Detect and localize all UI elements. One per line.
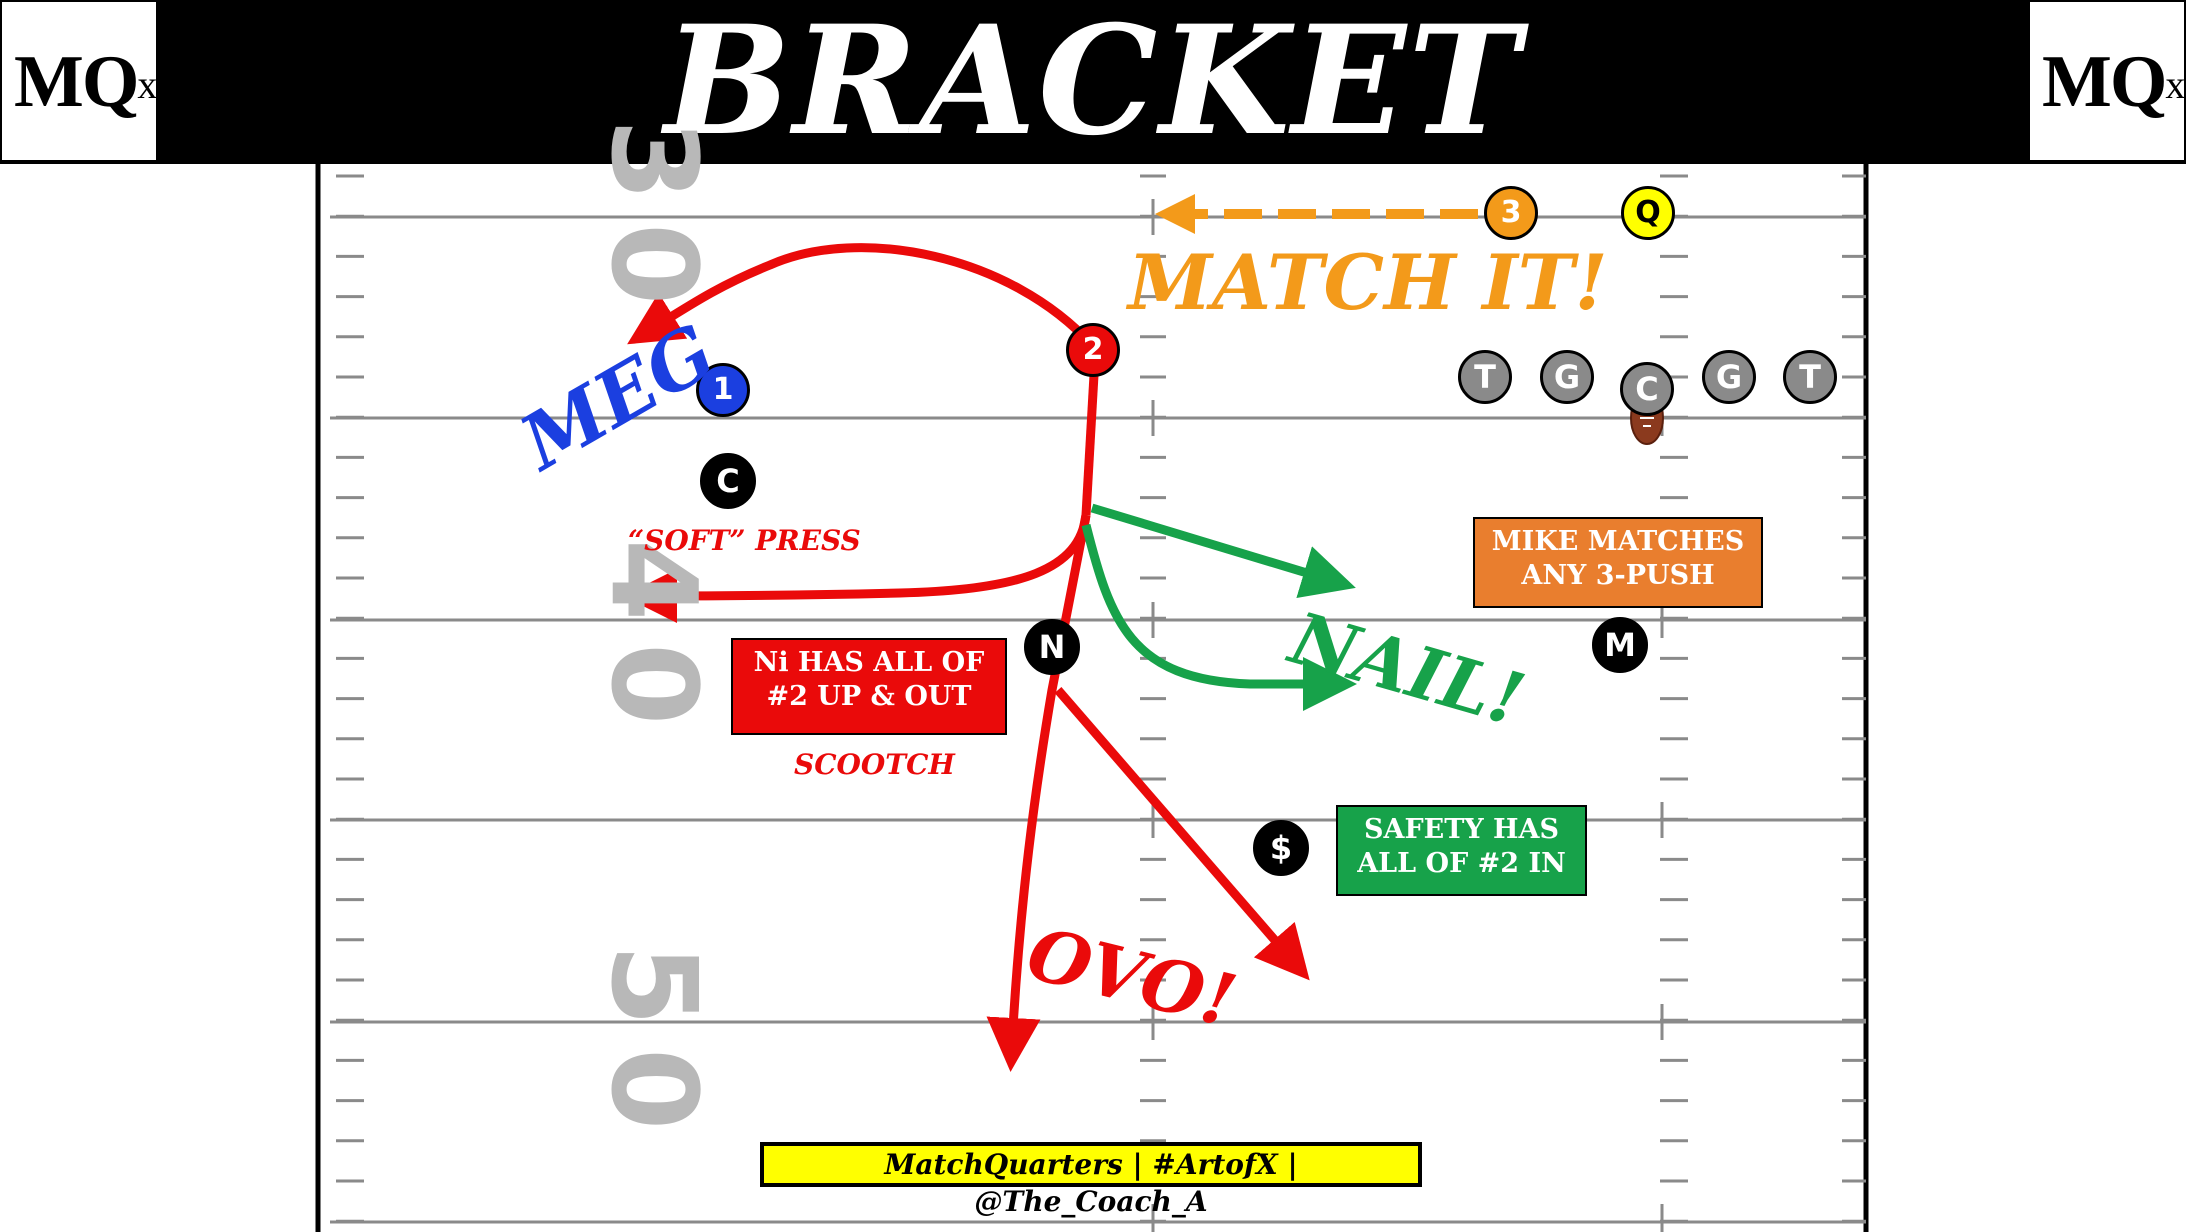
route-in-breaks [1081,503,1357,711]
route-wheel-arrow [627,243,1096,349]
page-title: BRACKET [664,0,1522,169]
receiver-1: 1 [696,363,750,417]
credit-banner: MatchQuarters | #ArtofX | @The_Coach_A [760,1142,1422,1218]
call-match-it: MATCH IT! [1128,238,1608,327]
mq-logo-right: MQx [2028,0,2186,162]
yard-number-30: 30 [585,119,723,328]
call-soft-press: “SOFT” PRESS [628,524,861,557]
receiver-2: 2 [1066,323,1120,377]
call-scootch: SCOOTCH [794,748,955,781]
right-guard: G [1702,350,1756,404]
safety-rule-box: SAFETY HAS ALL OF #2 IN [1336,805,1587,896]
mike-rule-line-2: ANY 3-PUSH [1521,560,1715,591]
nickel: N [1024,619,1080,675]
yard-number-40: 40 [585,539,723,748]
center: C [1620,362,1674,416]
safety-rule-line-1: SAFETY HAS [1364,814,1559,845]
route-2-wheel [627,243,1096,349]
nickel-rule-box: Ni HAS ALL OF #2 UP & OUT [731,638,1007,735]
route-in-arrow [1090,503,1356,599]
route-dig-arrow [1081,523,1357,711]
mike-rule-box: MIKE MATCHES ANY 3-PUSH [1473,517,1763,608]
route-stem-line [1081,374,1099,516]
left-guard: G [1540,350,1594,404]
quarterback: Q [1621,186,1675,240]
safety-rule-line-2: ALL OF #2 IN [1357,848,1566,879]
yard-number-50: 50 [585,944,723,1153]
mike-linebacker: M [1592,617,1648,673]
route-2-stem [623,374,1310,1072]
mike-rule-line-1: MIKE MATCHES [1491,526,1745,557]
route-seam-arrow [986,514,1091,1072]
receiver-3: 3 [1484,186,1538,240]
mq-logo-left: MQx [0,0,158,162]
safety: $ [1253,820,1309,876]
left-tackle: T [1458,350,1512,404]
right-tackle: T [1783,350,1837,404]
logo-left-text: MQx [14,41,157,123]
logo-right-text: MQx [2042,41,2185,123]
route-post-arrow [1054,687,1310,981]
nickel-rule-line-2: #2 UP & OUT [766,681,972,712]
nickel-rule-line-1: Ni HAS ALL OF [753,647,985,678]
header-bar: MQx BRACKET MQx [0,0,2186,164]
corner: C [700,453,756,509]
route-out-arrow [623,514,1091,623]
